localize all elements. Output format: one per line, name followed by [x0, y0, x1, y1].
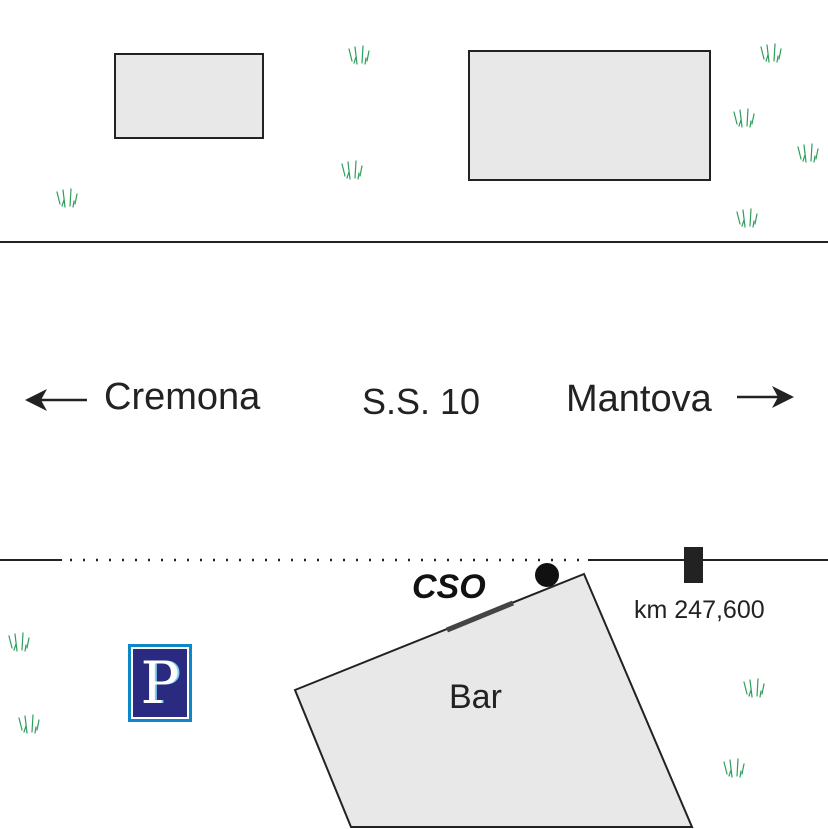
building-large-north: [468, 50, 711, 181]
grass-tuft-icon: [797, 143, 819, 163]
grass-tufts: [8, 43, 819, 778]
road-name-label: S.S. 10: [362, 381, 481, 422]
building-small-north: [114, 53, 264, 139]
parking-sign-icon: P: [128, 644, 192, 722]
grass-tuft-icon: [760, 43, 782, 63]
cso-point-icon: [535, 563, 559, 587]
kilometre-post-icon: [684, 547, 703, 583]
bar-label: Bar: [449, 678, 502, 716]
arrow-left-icon: [25, 389, 87, 411]
grass-tuft-icon: [341, 160, 363, 180]
west-destination-label: Cremona: [104, 376, 261, 418]
cso-label: CSO: [412, 568, 486, 606]
parking-sign-inner: P: [131, 647, 189, 719]
grass-tuft-icon: [56, 188, 78, 208]
grass-tuft-icon: [733, 108, 755, 128]
grass-tuft-icon: [743, 678, 765, 698]
arrow-right-icon: [737, 386, 794, 408]
parking-letter: P: [140, 649, 180, 717]
grass-tuft-icon: [348, 45, 370, 65]
east-destination-label: Mantova: [566, 378, 712, 420]
grass-tuft-icon: [18, 714, 40, 734]
grass-tuft-icon: [8, 632, 30, 652]
grass-tuft-icon: [723, 758, 745, 778]
bar-entrance: [446, 600, 514, 633]
km-marker-label: km 247,600: [634, 596, 765, 624]
grass-tuft-icon: [736, 208, 758, 228]
